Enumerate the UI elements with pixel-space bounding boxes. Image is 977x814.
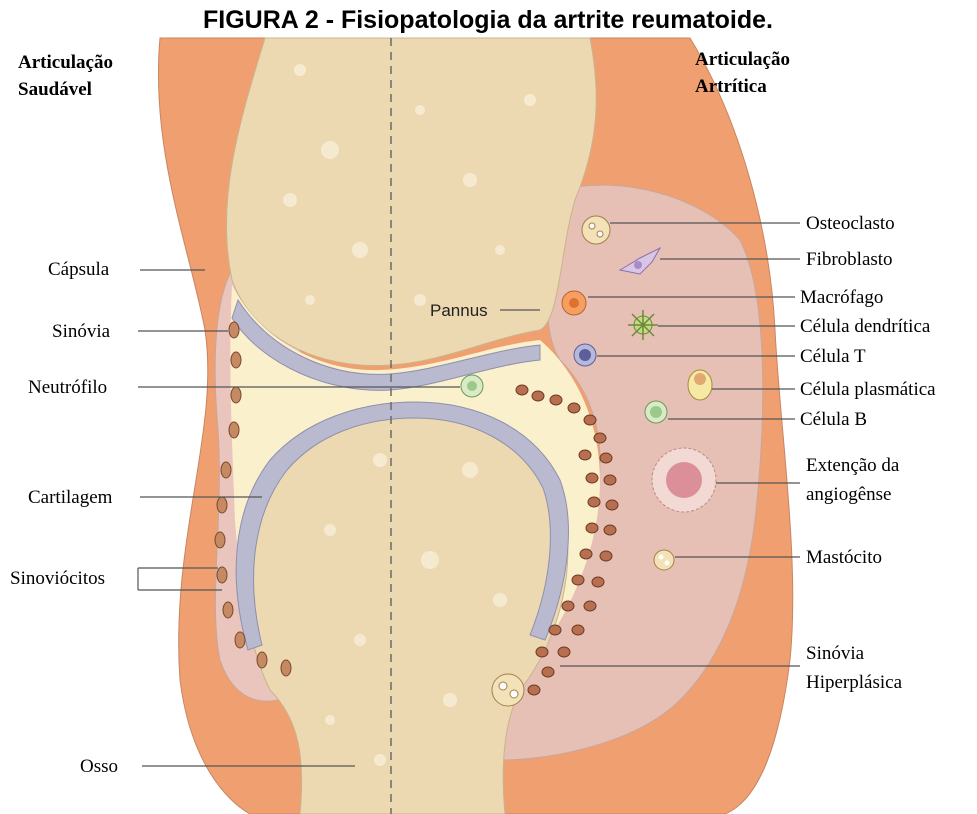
- label-neutrofilo: Neutrófilo: [28, 377, 107, 398]
- label-celula-t: Célula T: [800, 346, 866, 367]
- label-pannus: Pannus: [430, 301, 488, 320]
- label-celula-dendritica: Célula dendrítica: [800, 316, 931, 337]
- heading-arthritic-line1: Articulação: [695, 49, 790, 70]
- osteoclast-cell: [582, 216, 610, 244]
- label-osteoclasto: Osteoclasto: [806, 213, 895, 234]
- macrophage-cell: [562, 291, 586, 315]
- heading-arthritic-line2: Artrítica: [695, 76, 767, 97]
- label-sinoviocitos: Sinoviócitos: [10, 568, 105, 589]
- upper-bone: [226, 38, 596, 366]
- t-cell: [574, 344, 596, 366]
- plasma-cell: [688, 370, 712, 400]
- label-sinovia: Sinóvia: [52, 321, 111, 342]
- label-sinovia-hiperplasica-line2: Hiperplásica: [806, 672, 903, 693]
- label-cartilagem: Cartilagem: [28, 487, 113, 508]
- label-sinovia-hiperplasica-line1: Sinóvia: [806, 643, 865, 664]
- label-angiogenese-line1: Extenção da: [806, 455, 900, 476]
- dendritic-cell: [628, 310, 658, 340]
- label-fibroblasto: Fibroblasto: [806, 249, 893, 270]
- heading-healthy-line1: Articulação: [18, 52, 113, 73]
- label-celula-plasmatica: Célula plasmática: [800, 379, 936, 400]
- neutrophil-cell: [461, 375, 483, 397]
- label-angiogenese-line2: angiogênse: [806, 484, 891, 505]
- figure-title: FIGURA 2 - Fisiopatologia da artrite reu…: [203, 6, 773, 34]
- osteoclast-cell-lower: [492, 674, 524, 706]
- mast-cell: [654, 550, 674, 570]
- label-capsula: Cápsula: [48, 259, 110, 280]
- label-mastocito: Mastócito: [806, 547, 882, 568]
- label-celula-b: Célula B: [800, 409, 867, 430]
- heading-healthy-line2: Saudável: [18, 79, 92, 100]
- label-osso: Osso: [80, 756, 118, 777]
- b-cell: [645, 401, 667, 423]
- angiogenesis-vessel: [652, 448, 716, 512]
- label-macrofago: Macrófago: [800, 287, 883, 308]
